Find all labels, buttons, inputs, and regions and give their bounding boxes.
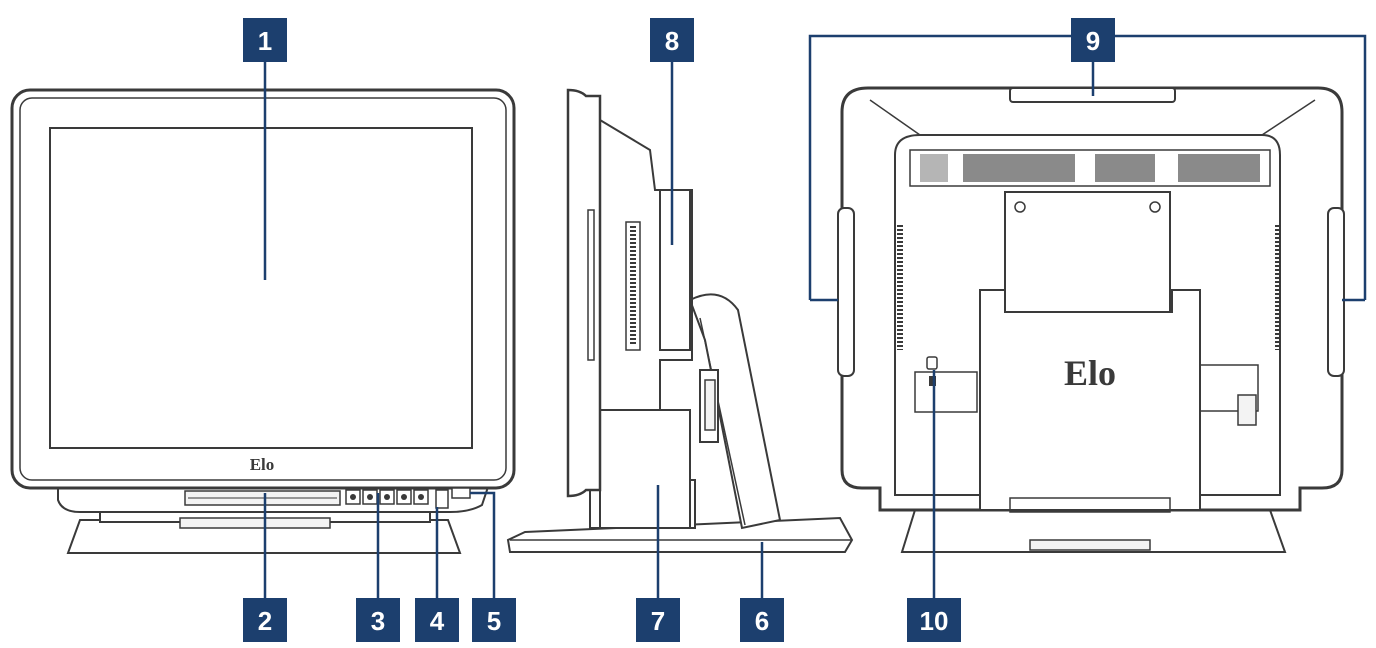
side-screen-profile xyxy=(566,88,602,498)
callout-8-label: 8 xyxy=(665,26,679,56)
callout-6: 6 xyxy=(740,598,784,642)
callout-8: 8 xyxy=(650,18,694,62)
front-button-panel xyxy=(345,489,429,505)
callout-7-label: 7 xyxy=(651,606,665,636)
callout-5: 5 xyxy=(472,598,516,642)
callout-3: 3 xyxy=(356,598,400,642)
callout-4: 4 xyxy=(415,598,459,642)
side-peripheral-slot xyxy=(659,189,691,351)
side-stand-base xyxy=(506,516,854,553)
front-stand-slot xyxy=(179,517,331,529)
side-vent xyxy=(625,221,641,351)
callout-2: 2 xyxy=(243,598,287,642)
callout-10-label: 10 xyxy=(920,606,949,636)
kensington-lock-slot[interactable] xyxy=(926,356,938,386)
callout-4-label: 4 xyxy=(430,606,445,636)
front-view: Elo xyxy=(10,62,516,598)
front-logo: Elo xyxy=(250,455,275,474)
callout-10: 10 xyxy=(907,598,961,642)
headphone-port[interactable] xyxy=(451,487,471,499)
rear-stand-column xyxy=(979,289,1201,511)
callout-1: 1 xyxy=(243,18,287,62)
rear-top-vents xyxy=(909,149,1271,187)
side-view xyxy=(506,62,854,598)
callout-7: 7 xyxy=(636,598,680,642)
rear-vesa-plate xyxy=(1004,191,1171,315)
rear-logo: Elo xyxy=(1064,353,1116,393)
callout-5-label: 5 xyxy=(487,606,501,636)
callout-2-label: 2 xyxy=(258,606,272,636)
callout-9: 9 xyxy=(1071,18,1115,62)
callout-3-label: 3 xyxy=(371,606,385,636)
front-monitor-bezel-inner xyxy=(19,97,507,481)
side-bottom-housing xyxy=(599,409,691,529)
usb-port[interactable] xyxy=(435,489,449,509)
callout-6-label: 6 xyxy=(755,606,769,636)
callout-1-label: 1 xyxy=(258,26,272,56)
rear-view: Elo xyxy=(808,34,1367,598)
callout-9-label: 9 xyxy=(1086,26,1100,56)
rear-right-grip xyxy=(1327,207,1345,377)
side-stand-arm xyxy=(688,293,782,530)
front-touchscreen xyxy=(49,127,473,449)
rear-left-grip xyxy=(837,207,855,377)
